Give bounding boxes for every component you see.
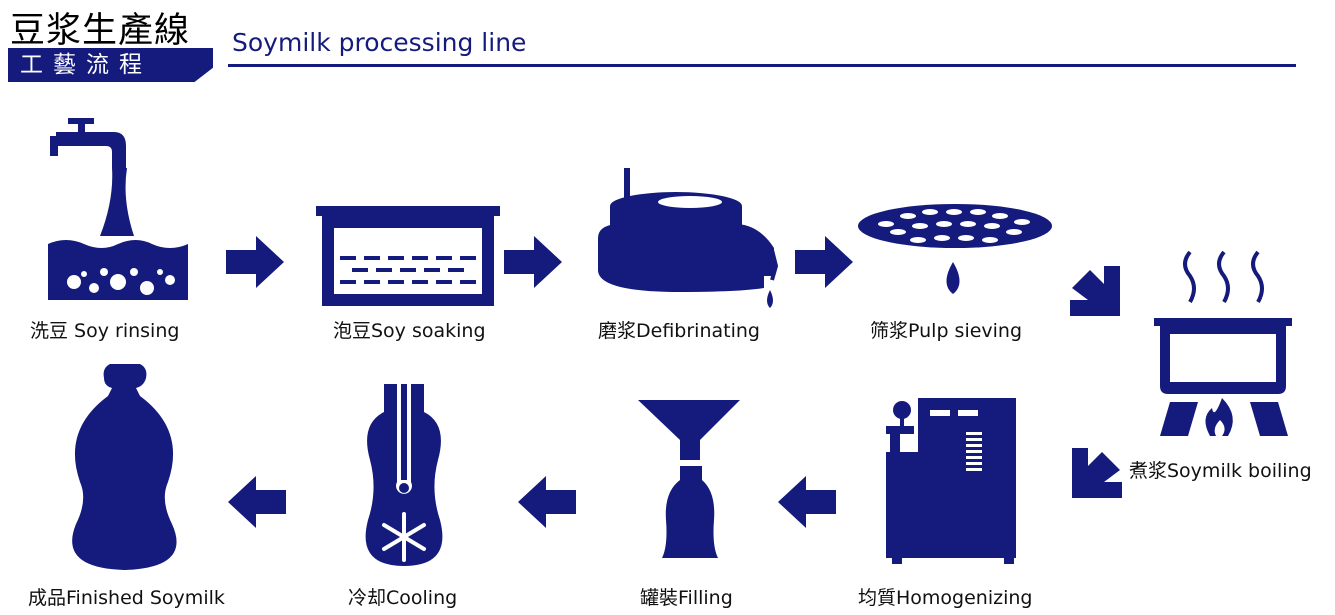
title-chinese: 豆浆生產線: [10, 11, 191, 51]
step-label-soaking: 泡豆Soy soaking: [333, 320, 486, 342]
arrow-down-left-icon: [1072, 448, 1122, 498]
step-label-sieving: 筛浆Pulp sieving: [870, 320, 1023, 342]
subtitle-banner: 工藝流程: [8, 48, 213, 82]
step-label-defibrinating: 磨浆Defibrinating: [598, 320, 760, 342]
step-label-homogenizing: 均質Homogenizing: [858, 587, 1033, 609]
finished-bottle-icon: [72, 364, 177, 570]
step-label-finished: 成品Finished Soymilk: [28, 587, 225, 609]
arrow-right-icon: [504, 236, 562, 288]
funnel-bottle-icon: [638, 400, 740, 558]
arrow-left-icon: [518, 476, 576, 528]
arrow-right-icon: [226, 236, 284, 288]
grinder-icon: [598, 168, 779, 308]
soaking-tank-icon: [316, 206, 500, 306]
boiling-pot-icon: [1154, 250, 1292, 436]
cooling-bottle-icon: [365, 384, 443, 566]
arrow-down-right-icon: [1070, 266, 1120, 316]
step-label-filling: 罐裝Filling: [640, 587, 733, 609]
arrow-left-icon: [228, 476, 286, 528]
title-underline: [228, 64, 1296, 67]
sieve-icon: [858, 204, 1052, 294]
arrow-right-icon: [795, 236, 853, 288]
step-label-boiling: 煮浆Soymilk boiling: [1129, 460, 1312, 482]
faucet-tank-icon: [48, 118, 188, 300]
title-english: Soymilk processing line: [232, 28, 527, 57]
step-label-rinsing: 洗豆 Soy rinsing: [30, 320, 180, 342]
arrow-left-icon: [778, 476, 836, 528]
homogenizer-icon: [886, 398, 1016, 564]
step-label-cooling: 冷却Cooling: [348, 587, 458, 609]
